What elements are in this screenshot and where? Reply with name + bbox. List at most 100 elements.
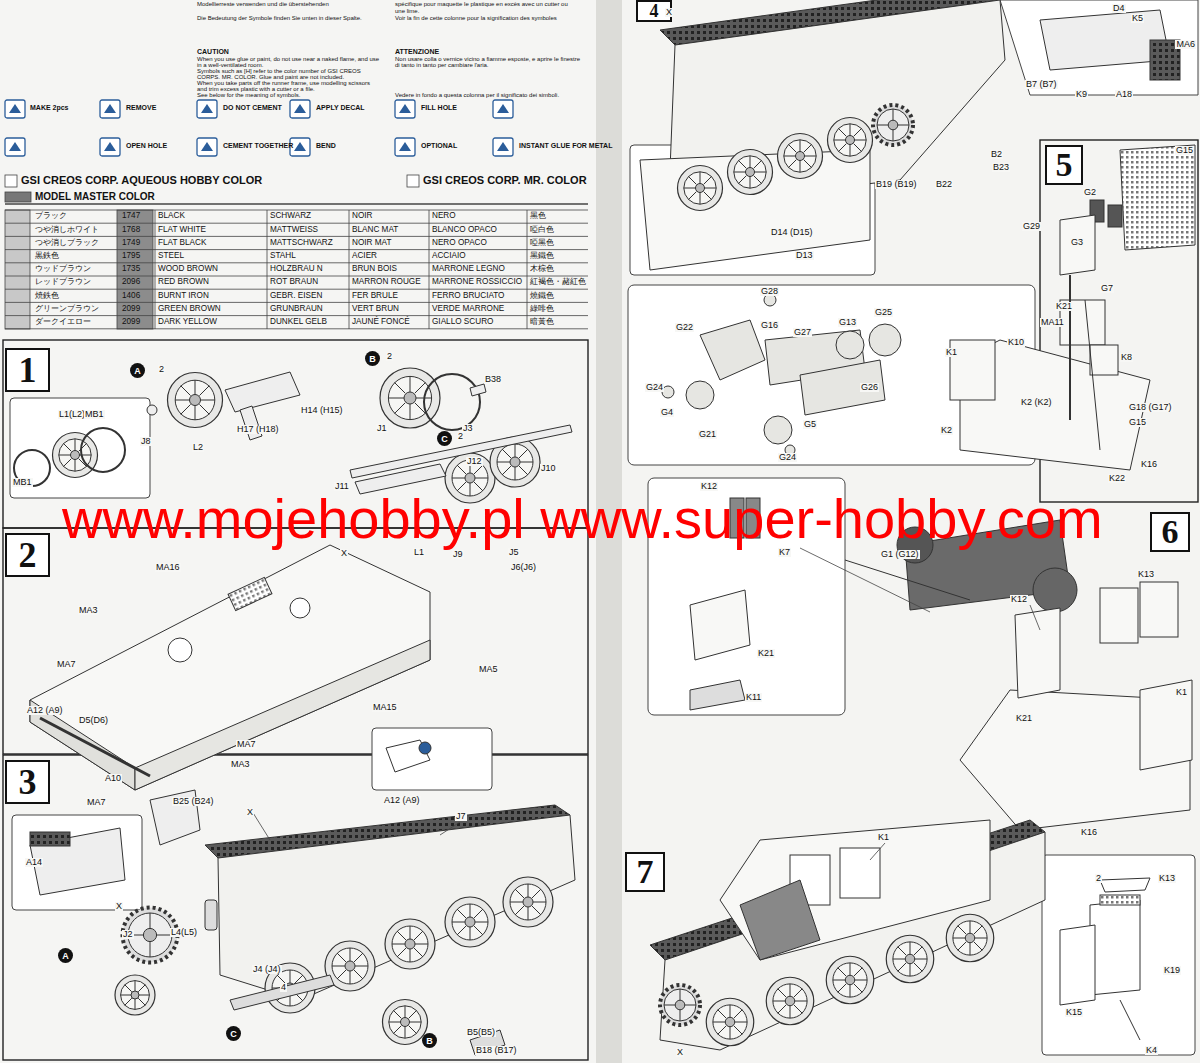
subassembly-letter: A	[62, 951, 69, 961]
part-label: L2	[192, 443, 204, 452]
color-name-cell: 啞白色	[530, 226, 554, 235]
color-name-cell: 焼鉄色	[35, 292, 59, 301]
part-label: G1 (G12)	[880, 550, 920, 559]
part-label: G15	[1175, 146, 1194, 155]
color-name-cell: FLAT WHITE	[158, 226, 206, 235]
subassembly-letter: B	[369, 354, 376, 364]
part-label: G24	[645, 383, 664, 392]
part-label: B7 (B7)	[1025, 80, 1058, 89]
table-heading: GSI CREOS CORP. MR. COLOR	[423, 175, 587, 187]
part-label: G15	[1128, 418, 1147, 427]
part-label: L4(L5)	[170, 928, 198, 937]
note-text: See below for the meaning of symbols.	[197, 92, 300, 98]
part-label: D4	[1112, 4, 1126, 13]
step-number-box: 5	[1045, 145, 1083, 185]
table-heading: MODEL MASTER COLOR	[35, 192, 155, 203]
part-label: K10	[1007, 338, 1025, 347]
part-label: MB1	[84, 410, 105, 419]
part-label: G16	[760, 321, 779, 330]
part-label: G26	[860, 383, 879, 392]
part-label: J9	[452, 550, 464, 559]
note-text: and trim excess plastic with a cutter or…	[197, 86, 315, 92]
part-label: K7	[778, 548, 791, 557]
part-label: G7	[1100, 284, 1114, 293]
note-text: CAUTION	[197, 48, 229, 55]
color-number: 1749	[122, 239, 140, 248]
part-label: MA6	[1175, 40, 1196, 49]
part-label: J10	[540, 464, 557, 473]
part-label: X	[665, 8, 673, 17]
part-label: K12	[700, 482, 718, 491]
color-name-cell: DUNKEL GELB	[270, 318, 327, 327]
part-label: A14	[25, 858, 43, 867]
part-label: G29	[1022, 222, 1041, 231]
note-text: Die Bedeutung der Symbole finden Sie unt…	[197, 15, 362, 21]
color-number: 2099	[122, 305, 140, 314]
color-name-cell: STEEL	[158, 252, 184, 261]
part-label: K2	[940, 426, 953, 435]
part-label: J4 (J4)	[252, 965, 282, 974]
part-label: K21	[1055, 302, 1073, 311]
color-name-cell: レッドブラウン	[35, 278, 91, 287]
color-name-cell: ダークイエロー	[35, 318, 91, 327]
part-label: H14 (H15)	[300, 406, 344, 415]
symbol-caption: BEND	[316, 142, 336, 149]
color-name-cell: 燒鐵色	[530, 292, 554, 301]
part-label: K15	[1065, 1008, 1083, 1017]
color-name-cell: GEBR. EISEN	[270, 292, 322, 301]
color-name-cell: 紅褐色・赭紅色	[530, 278, 586, 287]
symbol-caption: MAKE 2pcs	[30, 104, 69, 111]
part-label: MA7	[236, 740, 257, 749]
symbol-caption: FILL HOLE	[421, 104, 457, 111]
color-name-cell: つや消しブラック	[35, 239, 99, 248]
part-label: MA11	[1040, 318, 1065, 327]
step-number: 3	[19, 761, 37, 803]
color-name-cell: ウッドブラウン	[35, 265, 91, 274]
color-name-cell: MARRONE LEGNO	[432, 265, 505, 274]
note-text: CORPS. MR. COLOR. Glue and paint are not…	[197, 74, 344, 80]
color-name-cell: BLANC MAT	[352, 226, 398, 235]
color-name-cell: HOLZBRAU N	[270, 265, 323, 274]
part-label: K9	[1075, 90, 1088, 99]
part-label: G18 (G17)	[1128, 403, 1173, 412]
color-name-cell: JAUNÉ FONCÉ	[352, 318, 410, 327]
color-name-cell: 啞黑色	[530, 239, 554, 248]
part-label: 2	[158, 365, 165, 374]
color-name-cell: VERDE MARRONE	[432, 305, 504, 314]
subassembly-marker: C	[437, 431, 452, 446]
color-name-cell: ROT BRAUN	[270, 278, 318, 287]
color-name-cell: NERO	[432, 212, 456, 221]
color-number: 1795	[122, 252, 140, 261]
color-name-cell: GRUNBRAUN	[270, 305, 323, 314]
color-name-cell: 黑鐵色	[530, 252, 554, 261]
part-label: K1	[1175, 688, 1188, 697]
part-label: MA7	[86, 798, 107, 807]
part-label: A12 (A9)	[26, 706, 64, 715]
part-label: J6(J6)	[510, 563, 537, 572]
part-label: 2	[386, 352, 393, 361]
color-name-cell: つや消しホワイト	[35, 226, 99, 235]
subassembly-marker: C	[226, 1026, 241, 1041]
color-name-cell: SCHWARZ	[270, 212, 311, 221]
color-name-cell: GIALLO SCURO	[432, 318, 493, 327]
part-label: MA16	[155, 563, 181, 572]
part-label: B38	[484, 375, 502, 384]
part-label: G28	[760, 287, 779, 296]
part-label: G3	[1070, 238, 1084, 247]
symbol-caption: OPEN HOLE	[126, 142, 167, 149]
note-text: une lime.	[395, 8, 419, 14]
part-label: G22	[675, 323, 694, 332]
part-label: G4	[660, 408, 674, 417]
part-label: J1	[376, 424, 388, 433]
color-name-cell: BURNT IRON	[158, 292, 209, 301]
subassembly-marker: A	[130, 363, 145, 378]
step-number-box: 2	[5, 533, 50, 577]
part-label: K2 (K2)	[1020, 398, 1053, 407]
note-text: ATTENZIONE	[395, 48, 439, 55]
color-number: 1406	[122, 292, 140, 301]
subassembly-letter: C	[230, 1029, 237, 1039]
color-name-cell: VERT BRUN	[352, 305, 399, 314]
note-text: Modellierreste verwenden und die überste…	[197, 1, 329, 7]
part-label: A12 (A9)	[383, 796, 421, 805]
color-name-cell: BLANCO OPACO	[432, 226, 497, 235]
